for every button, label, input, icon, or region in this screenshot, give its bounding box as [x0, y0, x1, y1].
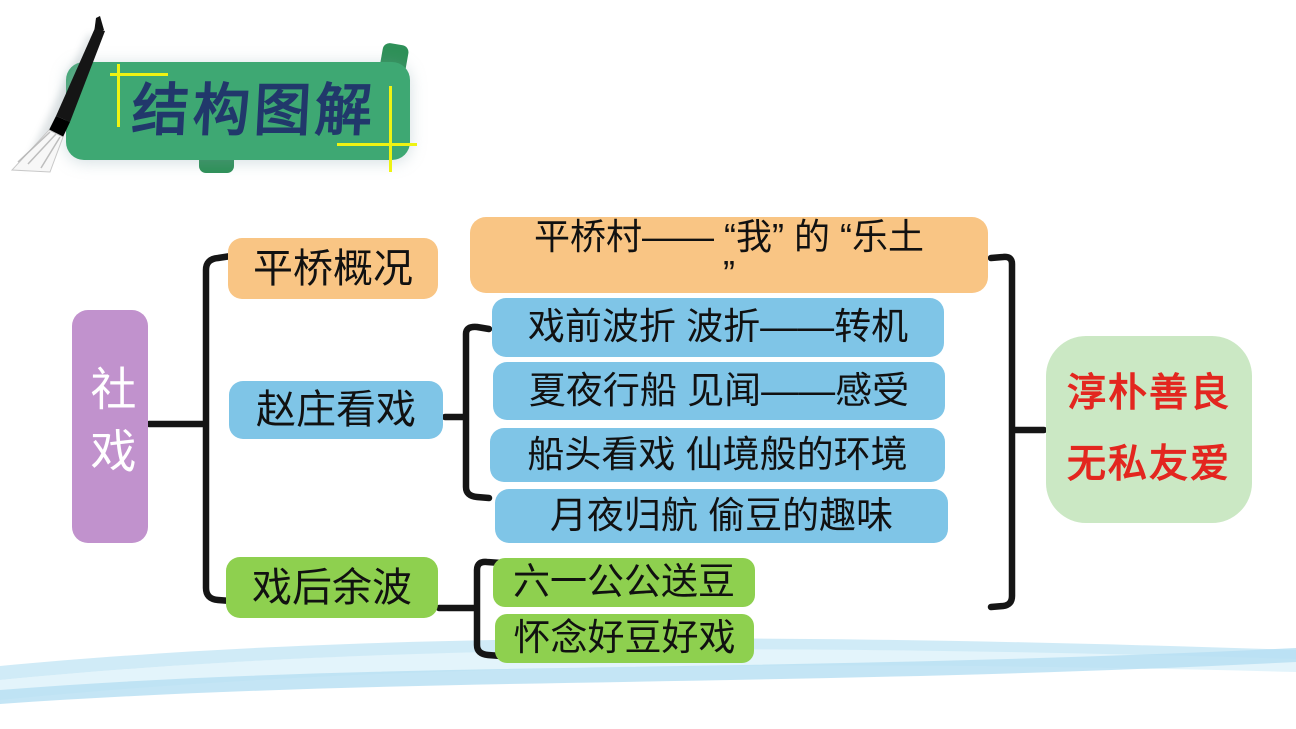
conclusion-node: 淳朴善良 无私友爱 — [1046, 336, 1252, 523]
detail-node-huainian-haodou: 怀念好豆好戏 — [495, 614, 754, 663]
conclusion-line: 无私友爱 — [1066, 442, 1231, 486]
branch-node-zhaozhuang: 赵庄看戏 — [229, 381, 443, 439]
branch-label: 戏后余波 — [252, 565, 412, 610]
detail-line: ” — [723, 253, 735, 294]
detail-line: 平桥村—— “我” 的 “乐土 — [534, 216, 924, 257]
root-node-shexi: 社戏 — [72, 310, 148, 543]
detail-label: 戏前波折 波折——转机 — [527, 306, 909, 348]
branch-node-pingqiao: 平桥概况 — [228, 238, 438, 299]
conclusion-line: 淳朴善良 — [1066, 371, 1231, 415]
detail-node-yueye-guihang: 月夜归航 偷豆的趣味 — [495, 489, 948, 543]
branch-label: 平桥概况 — [253, 246, 413, 291]
plus-decoration-right — [337, 143, 417, 146]
bracket-xihou — [435, 558, 505, 660]
detail-label: 六一公公送豆 — [513, 561, 735, 603]
detail-node-xiaye-xingchuan: 夏夜行船 见闻——感受 — [493, 362, 945, 420]
detail-label: 怀念好豆好戏 — [513, 617, 736, 659]
page-title: 结构图解 — [130, 78, 378, 143]
bracket-conclusion — [987, 253, 1048, 611]
plus-decoration-left — [117, 64, 120, 127]
bracket-root — [145, 252, 235, 605]
detail-node-xiqian-bozhe: 戏前波折 波折——转机 — [492, 298, 944, 357]
bracket-zhaozhuang — [441, 323, 493, 502]
branch-node-xihou: 戏后余波 — [226, 557, 438, 618]
detail-label: 船头看戏 仙境般的环境 — [527, 433, 908, 475]
detail-node-liuyi-songdou: 六一公公送豆 — [493, 558, 755, 607]
branch-label: 赵庄看戏 — [256, 388, 416, 432]
detail-label: 月夜归航 偷豆的趣味 — [549, 494, 894, 536]
plus-decoration-right — [389, 86, 392, 172]
detail-node-chuantou-kanxi: 船头看戏 仙境般的环境 — [490, 428, 945, 482]
root-label: 社戏 — [84, 364, 137, 489]
detail-label: 夏夜行船 见闻——感受 — [528, 369, 910, 411]
plus-decoration-left — [110, 73, 168, 76]
detail-node-pingqiao: 平桥村—— “我” 的 “乐土 ” — [470, 217, 988, 293]
